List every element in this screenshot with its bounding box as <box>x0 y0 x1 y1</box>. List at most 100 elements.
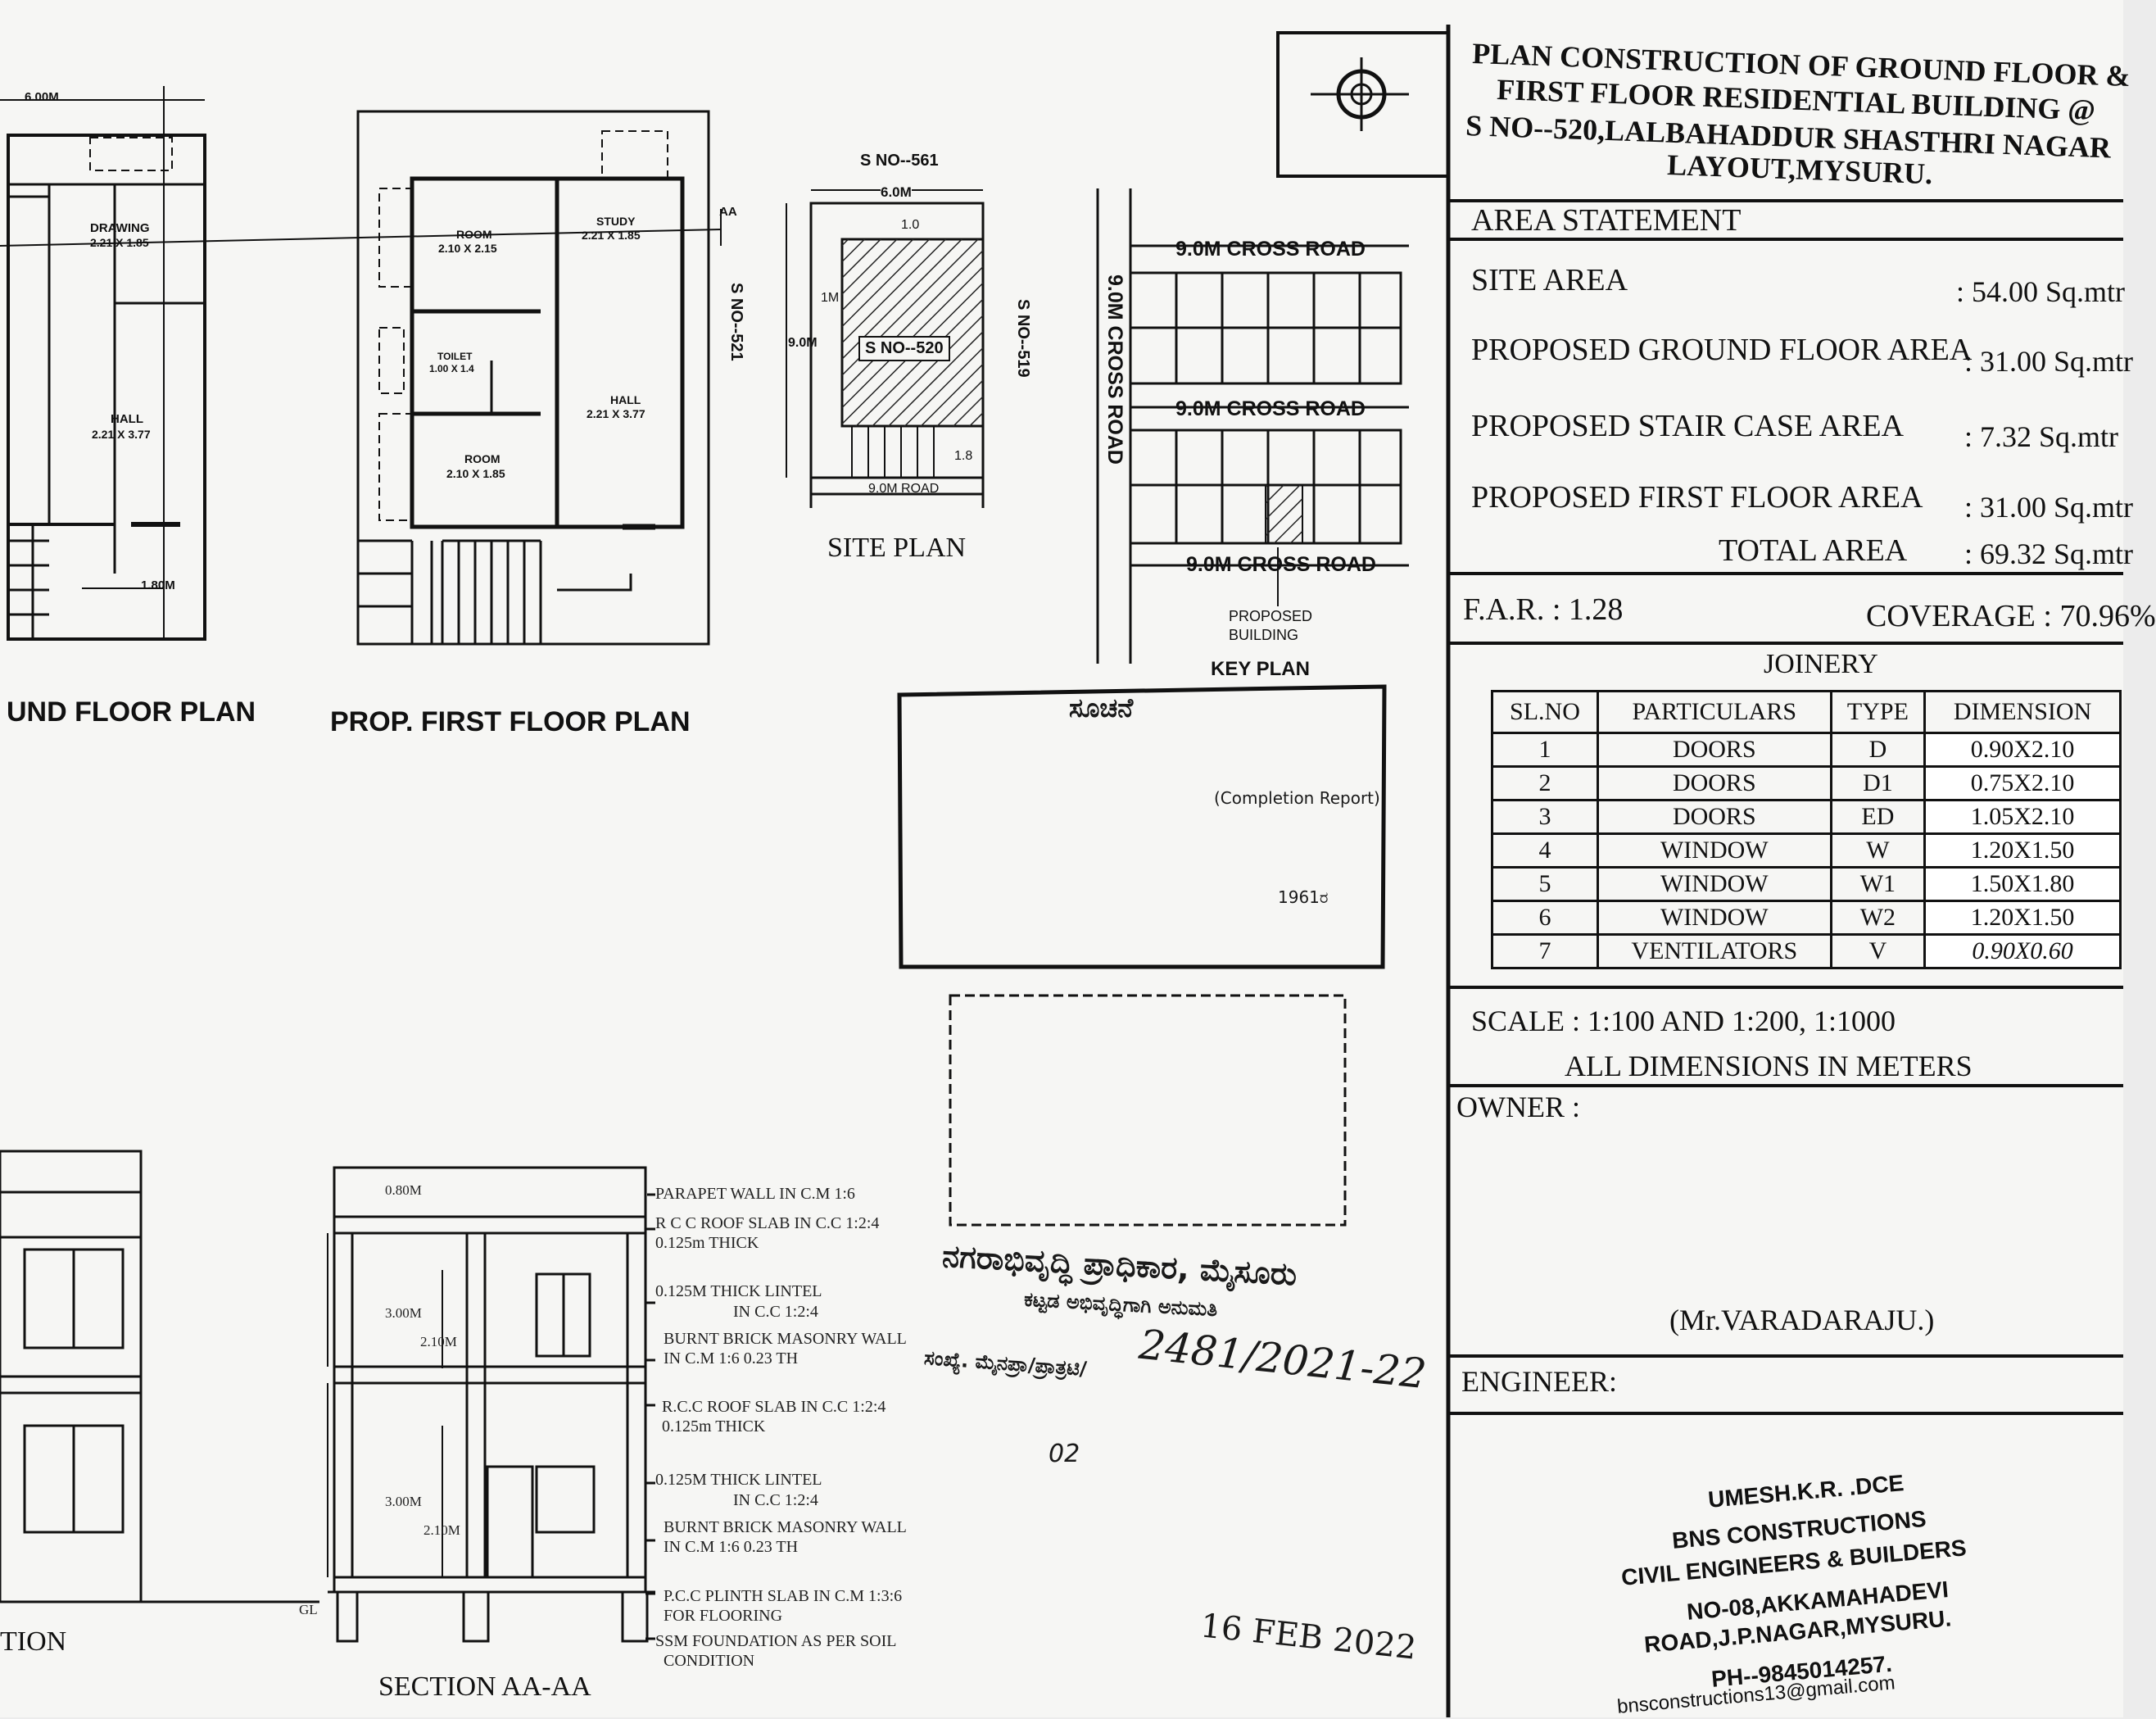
title-block: PLAN CONSTRUCTION OF GROUND FLOOR & FIRS… <box>1448 25 2156 1718</box>
cell: V <box>1829 933 1927 969</box>
elevation-title: TION <box>0 1626 67 1657</box>
area-value: : 31.00 Sq.mtr <box>1964 491 2134 524</box>
dimensions-note: ALL DIMENSIONS IN METERS <box>1565 1050 1973 1082</box>
cell: DOORS <box>1596 799 1832 835</box>
key-road-3: 9.0M CROSS ROAD <box>1186 553 1376 576</box>
notice-completion: (Completion Report) <box>1214 788 1380 808</box>
cell: WINDOW <box>1596 900 1832 936</box>
section-note: PARAPET WALL IN C.M 1:6 <box>655 1185 855 1203</box>
cell: W2 <box>1829 900 1927 936</box>
ground-floor-plan-title: UND FLOOR PLAN <box>7 696 256 728</box>
plot-label: S NO--520 <box>858 336 950 361</box>
section-note: IN C.M 1:6 0.23 TH <box>664 1349 799 1367</box>
room-name: ROOM <box>464 452 500 465</box>
section-marker: AA <box>719 205 737 219</box>
section-note: 0.125m THICK <box>662 1417 766 1436</box>
cell: VENTILATORS <box>1596 933 1832 969</box>
area-label: PROPOSED GROUND FLOOR AREA <box>1471 333 1973 367</box>
cell: 3 <box>1491 799 1599 835</box>
site-rear-setback: 1.8 <box>954 449 973 463</box>
key-road-vertical: 9.0M CROSS ROAD <box>1103 274 1126 465</box>
section-note: R C C ROOF SLAB IN C.C 1:2:4 <box>655 1214 880 1232</box>
key-plan-title: KEY PLAN <box>1211 658 1310 680</box>
table-row: 2 DOORS D1 0.75X2.10 <box>1491 765 2122 801</box>
cell: 2 <box>1491 765 1599 801</box>
cell: 1 <box>1491 732 1599 768</box>
area-value: : 7.32 Sq.mtr <box>1964 420 2119 453</box>
stair-dimension: 1.80M <box>141 578 175 592</box>
owner-name: (Mr.VARADARAJU.) <box>1669 1304 1935 1336</box>
area-label: SITE AREA <box>1471 263 1628 297</box>
key-road-1: 9.0M CROSS ROAD <box>1175 238 1366 261</box>
joinery-heading: JOINERY <box>1764 649 1878 679</box>
section-note: SSM FOUNDATION AS PER SOIL <box>655 1632 897 1650</box>
area-value: : 54.00 Sq.mtr <box>1956 275 2126 308</box>
section-dim: 2.10M <box>424 1522 460 1538</box>
notice-stamp-border <box>897 684 1387 969</box>
cell: D <box>1829 732 1927 768</box>
area-label: TOTAL AREA <box>1719 533 1908 568</box>
cell: DOORS <box>1596 732 1832 768</box>
key-proposed: PROPOSED <box>1229 608 1313 624</box>
section-dim: 3.00M <box>385 1494 422 1509</box>
section-aa <box>327 1166 655 1643</box>
room-size: 2.21 X 3.77 <box>587 407 645 420</box>
room-name: ROOM <box>456 228 492 241</box>
ground-floor-plan <box>0 86 206 641</box>
cell: DOORS <box>1596 765 1832 801</box>
section-note: IN C.C 1:2:4 <box>733 1303 818 1321</box>
section-dim: 0.80M <box>385 1182 422 1198</box>
cell: W <box>1829 832 1927 869</box>
section-note: BURNT BRICK MASONRY WALL <box>664 1330 907 1348</box>
section-note: 0.125M THICK LINTEL <box>655 1282 822 1300</box>
cell: 7 <box>1491 933 1599 969</box>
section-title: SECTION AA-AA <box>378 1671 591 1702</box>
cell: ED <box>1829 799 1927 835</box>
section-dim: 3.00M <box>385 1305 422 1321</box>
cell: 0.90X0.60 <box>1923 933 2122 969</box>
site-west-label: S NO--521 <box>727 283 745 361</box>
ground-level: GL <box>299 1602 318 1617</box>
room-name: STUDY <box>596 215 636 228</box>
table-row: 1 DOORS D 0.90X2.10 <box>1491 732 2122 768</box>
area-statement-heading: AREA STATEMENT <box>1471 203 1742 238</box>
section-note: BURNT BRICK MASONRY WALL <box>664 1518 907 1536</box>
table-row: 5 WINDOW W1 1.50X1.80 <box>1491 866 2122 902</box>
section-note: P.C.C PLINTH SLAB IN C.M 1:3:6 <box>664 1587 903 1605</box>
room-size: 2.10 X 2.15 <box>438 242 497 255</box>
site-width: 6.0M <box>881 184 912 201</box>
cell: 4 <box>1491 832 1599 869</box>
site-east-label: S NO--519 <box>1014 299 1032 378</box>
scale-note: SCALE : 1:100 AND 1:200, 1:1000 <box>1471 1005 1896 1037</box>
col-header: PARTICULARS <box>1596 690 1832 734</box>
joinery-table: SL.NO PARTICULARS TYPE DIMENSION 1 DOORS… <box>1491 690 2122 969</box>
permit-validity-years: 02 <box>1049 1440 1080 1468</box>
section-note: R.C.C ROOF SLAB IN C.C 1:2:4 <box>662 1398 886 1416</box>
section-note: FOR FLOORING <box>664 1607 783 1625</box>
section-note: 0.125m THICK <box>655 1234 759 1252</box>
first-floor-plan-title: PROP. FIRST FLOOR PLAN <box>330 706 691 737</box>
far-value: F.A.R. : 1.28 <box>1463 592 1624 627</box>
section-note: 0.125M THICK LINTEL <box>655 1471 822 1489</box>
owner-label: OWNER : <box>1456 1091 1580 1123</box>
site-road: 9.0M ROAD <box>868 482 940 496</box>
table-row: 4 WINDOW W 1.20X1.50 <box>1491 832 2122 869</box>
notice-heading: ಸೂಚನೆ <box>1069 692 1134 723</box>
key-road-2: 9.0M CROSS ROAD <box>1175 397 1366 420</box>
room-size: 2.21 X 1.85 <box>582 229 641 242</box>
key-building: BUILDING <box>1229 627 1299 643</box>
notice-year: 1961ರ <box>1278 887 1329 907</box>
room-size: 2.21 X 1.85 <box>90 236 149 249</box>
cell: 0.75X2.10 <box>1923 765 2122 801</box>
section-note: IN C.M 1:6 0.23 TH <box>664 1538 799 1556</box>
front-elevation <box>0 1150 319 1603</box>
table-row: 6 WINDOW W2 1.20X1.50 <box>1491 900 2122 936</box>
table-row: 7 VENTILATORS V 0.90X0.60 <box>1491 933 2122 969</box>
section-dim: 2.10M <box>420 1334 457 1349</box>
cell: 1.05X2.10 <box>1923 799 2122 835</box>
area-label: PROPOSED STAIR CASE AREA <box>1471 409 1905 443</box>
cell: 5 <box>1491 866 1599 902</box>
room-size: 1.00 X 1.4 <box>429 363 474 374</box>
cell: 1.20X1.50 <box>1923 832 2122 869</box>
